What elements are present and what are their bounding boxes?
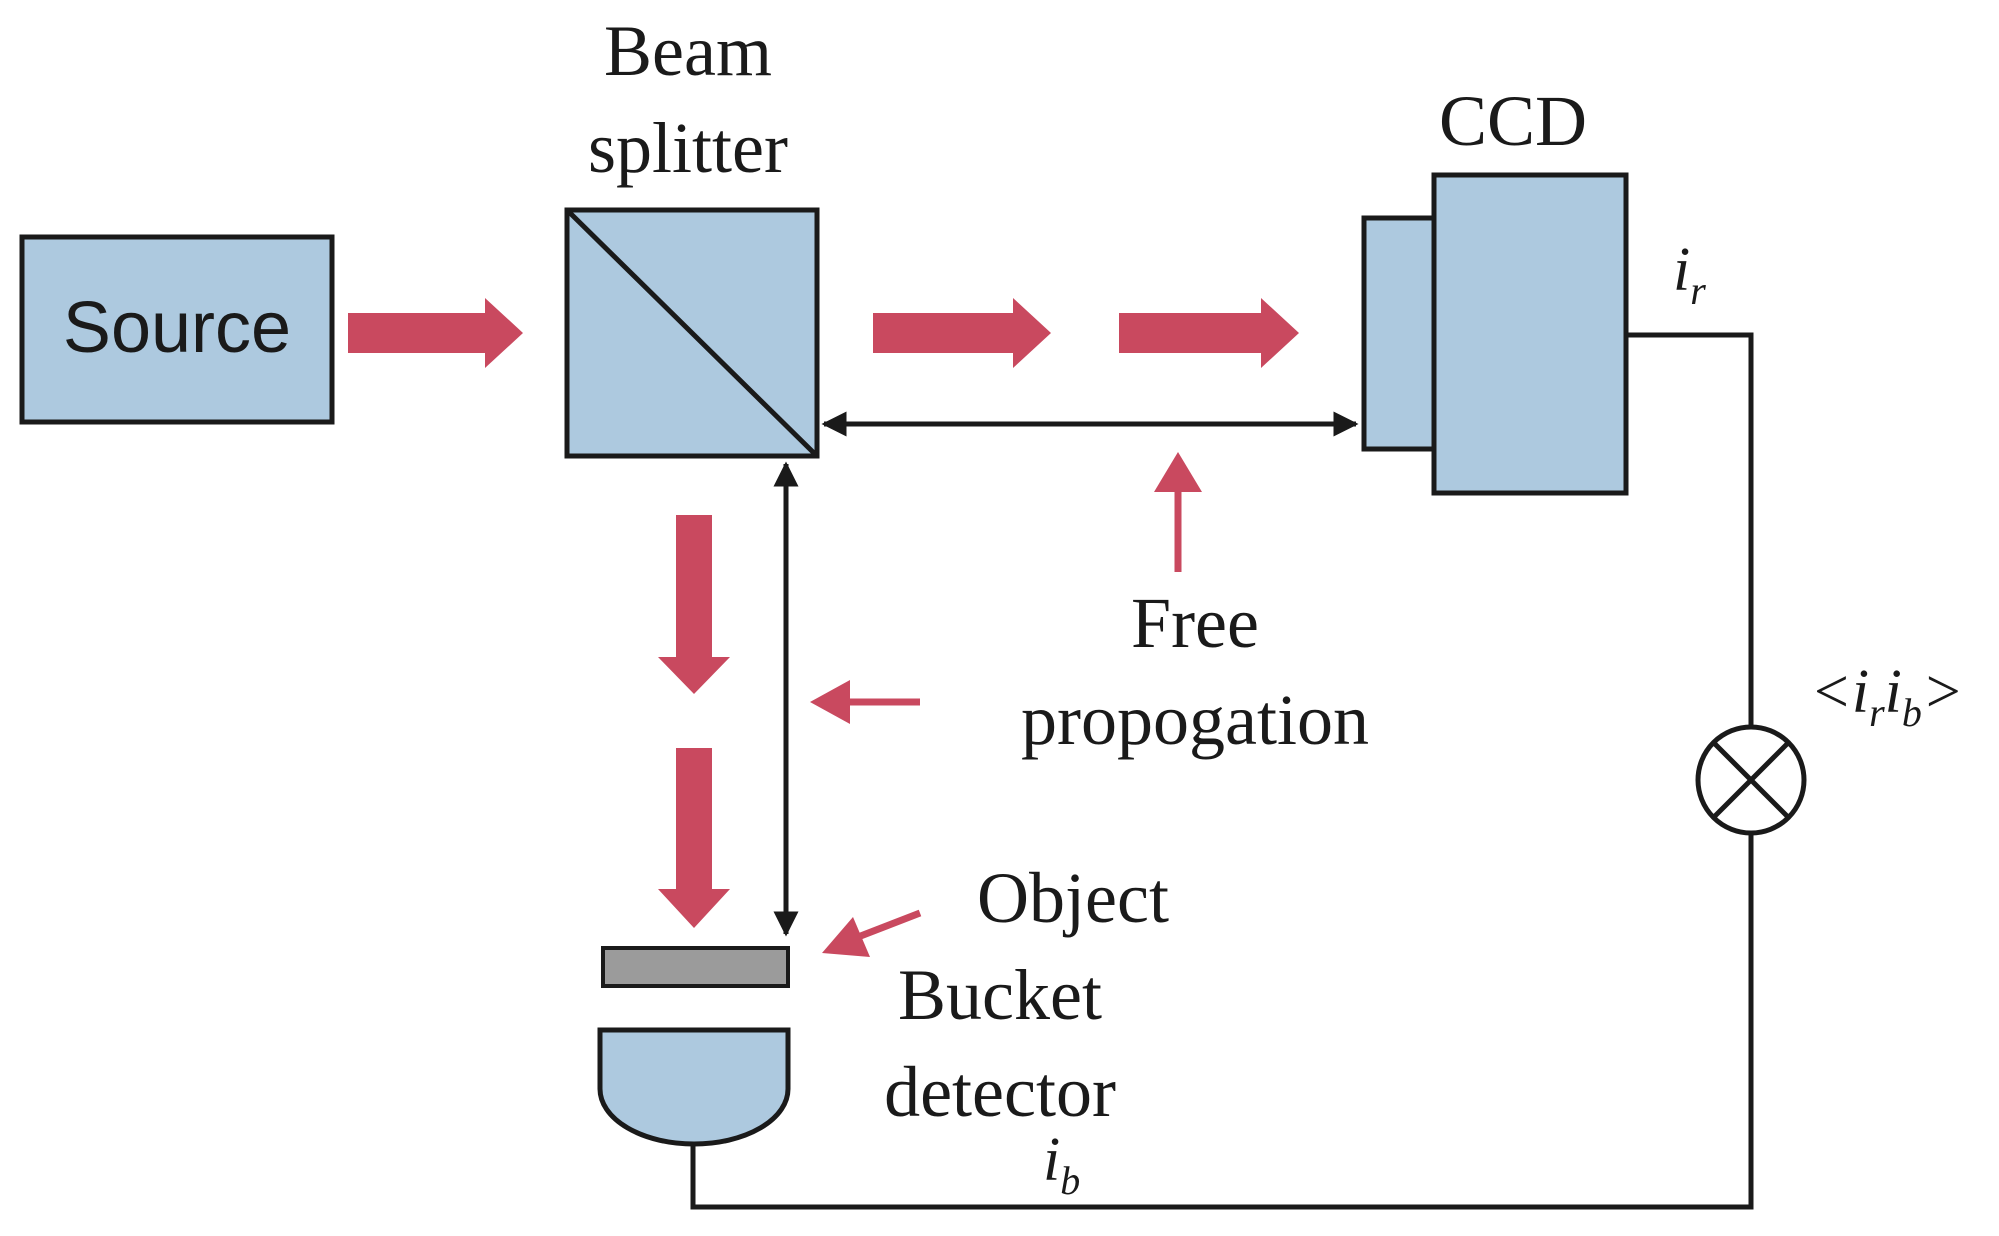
- ccd-lens: [1361, 215, 1437, 452]
- beam-splitter-label-line1: Beam: [604, 11, 772, 91]
- bucket-detector: [597, 1027, 791, 1147]
- free-prop-pointer-head: [1154, 452, 1202, 492]
- ccd-camera: [1361, 172, 1629, 496]
- object-plate: [601, 946, 790, 988]
- beam-arrow-splitter-to-ccd-2: [1119, 298, 1299, 368]
- signal-i: i: [1885, 658, 1902, 726]
- signal-sub-b: b: [1060, 1158, 1080, 1203]
- beam-arrow-source-to-splitter: [348, 298, 523, 368]
- beam-arrow-splitter-to-ccd-1: [873, 298, 1051, 368]
- signal-sub-r: r: [1690, 268, 1706, 313]
- signal-sub-r: r: [1869, 690, 1885, 735]
- source-component: Source: [19, 234, 335, 425]
- correlator-multiply-icon: [1695, 724, 1807, 836]
- object-pointer-head: [822, 917, 870, 957]
- object-label: Object: [977, 858, 1169, 938]
- source-label: Source: [63, 288, 291, 368]
- signal-i: i: [1043, 1126, 1060, 1194]
- bucket-signal-label: ib: [1043, 1126, 1080, 1203]
- ccd-signal-label: ir: [1673, 236, 1706, 313]
- object-pointer-shaft: [856, 909, 922, 941]
- signal-wire-bucket: [690, 834, 1754, 1210]
- beam-splitter-label-line2: splitter: [588, 108, 788, 188]
- beam-splitter: [564, 207, 820, 459]
- signal-i: i: [1852, 658, 1869, 726]
- correlation-label: <irib>: [1810, 658, 1964, 735]
- free-propagation-label-line1: Free: [1131, 583, 1259, 663]
- beam-arrow-down-1: [658, 515, 730, 694]
- bucket-detector-label-line2: detector: [884, 1052, 1116, 1132]
- ccd-label: CCD: [1439, 81, 1587, 161]
- signal-wire-ccd: [1628, 332, 1754, 730]
- signal-i: i: [1673, 236, 1690, 304]
- beam-arrow-down-2: [658, 748, 730, 928]
- beam-arrows: [348, 298, 1299, 957]
- angle-open: <: [1810, 658, 1852, 726]
- splitter-diagonal: [565, 208, 819, 458]
- free-prop-left-pointer-head: [810, 680, 850, 724]
- free-propagation-label-line2: propogation: [1021, 680, 1369, 760]
- bucket-detector-label-line1: Bucket: [898, 955, 1102, 1035]
- ccd-body: [1431, 172, 1629, 496]
- angle-close: >: [1922, 658, 1964, 726]
- signal-sub-b: b: [1902, 690, 1922, 735]
